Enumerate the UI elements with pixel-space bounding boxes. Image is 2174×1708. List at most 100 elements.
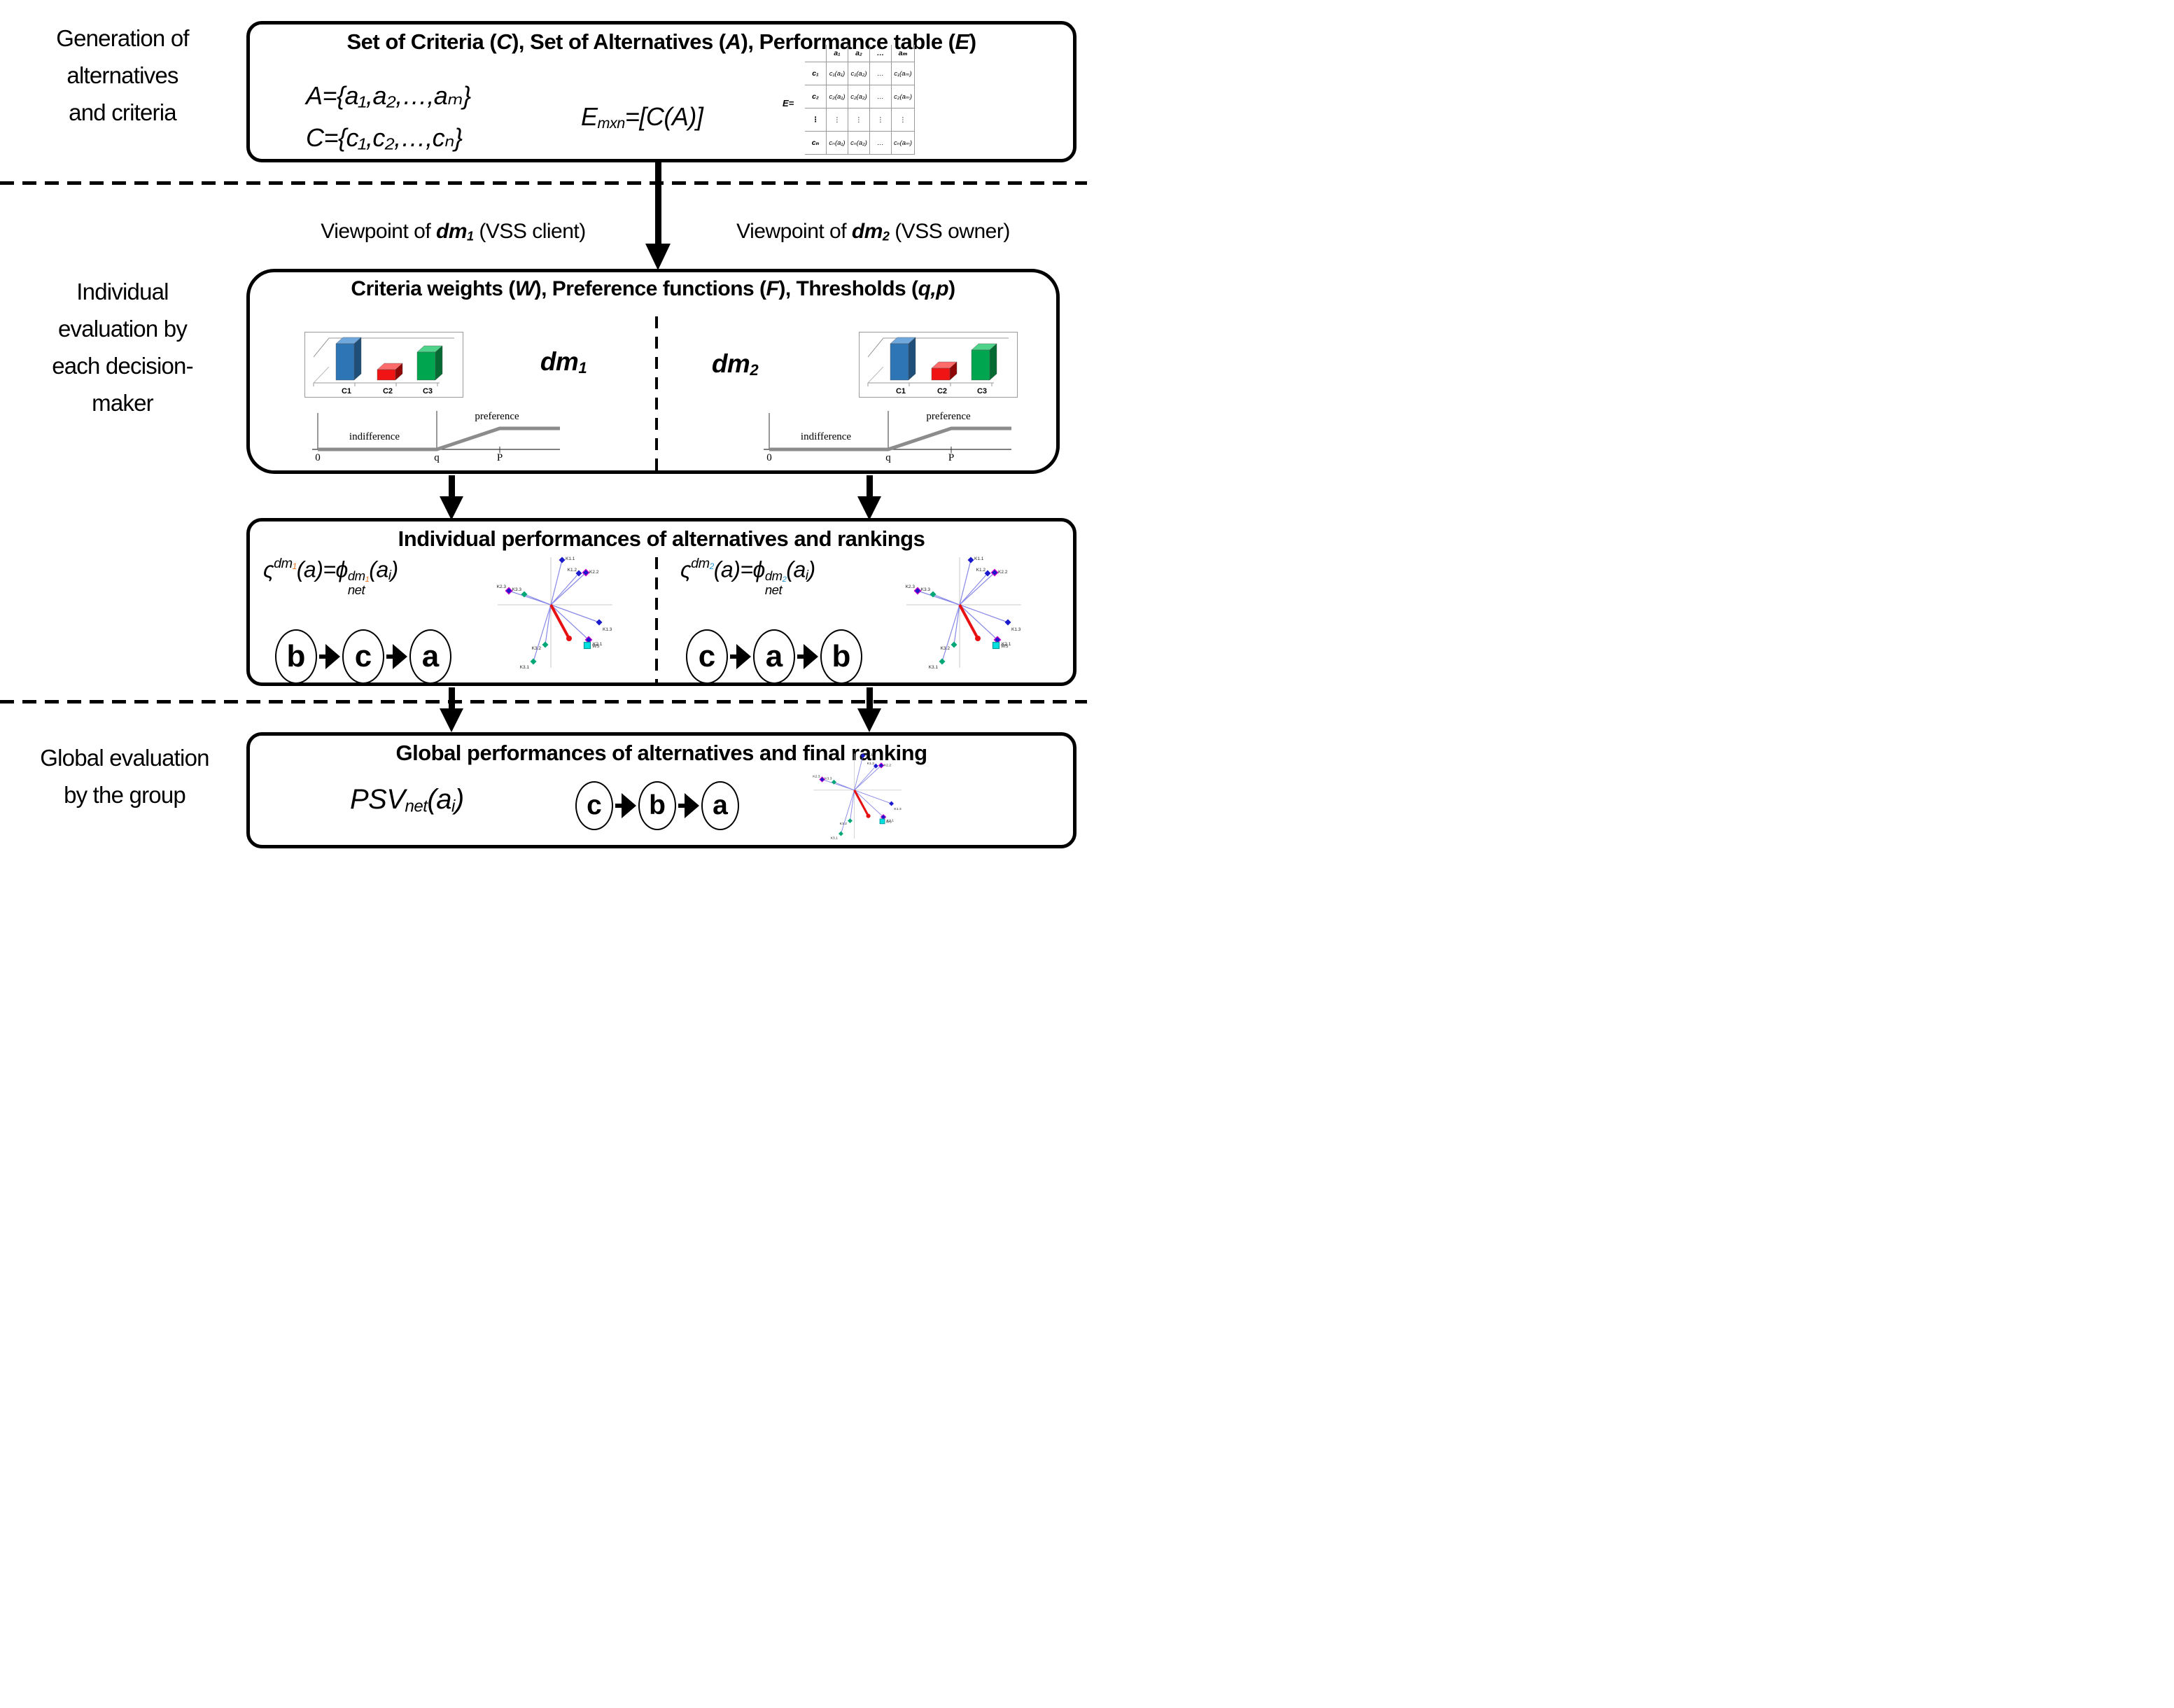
table-col-header: a₁ <box>826 45 848 62</box>
table-cell: … <box>869 85 892 108</box>
table-cell: cₙ(a₁) <box>826 131 848 155</box>
table-cell: … <box>869 131 892 155</box>
subscript: 1 <box>365 575 370 584</box>
rank-arrow-icon <box>730 644 751 669</box>
stage-label-line: by the group <box>64 782 186 808</box>
subscript: 2 <box>750 361 758 379</box>
ranking-node: c <box>686 629 728 684</box>
table-cell: ⋮ <box>869 108 892 132</box>
gaia-point-label: K3.1 <box>831 836 838 841</box>
dm1-label: dm1 <box>521 347 605 377</box>
gaia-point-label: K3.2 <box>941 646 951 651</box>
bar-category-label: C3 <box>423 387 433 396</box>
rank-arrow-icon <box>678 793 699 818</box>
subscript: i <box>806 568 808 583</box>
rank-arrow-icon <box>386 644 407 669</box>
bar-C1 <box>335 337 362 381</box>
flow-arrow-down-icon <box>440 475 463 520</box>
bar-C3 <box>416 345 443 381</box>
arrow-head-icon <box>857 708 881 732</box>
text-segment: ), Set of Alternatives ( <box>512 29 726 54</box>
table-cell: c₁(a₂) <box>848 62 870 85</box>
text-segment: dm <box>347 568 365 584</box>
table-col-header: aₘ <box>890 45 916 62</box>
table-col-header: … <box>869 45 892 62</box>
gaia-point-label: K2.3 <box>813 774 820 778</box>
table-cell: ⋮ <box>848 108 870 132</box>
table-cell: c₁(a₁) <box>826 62 848 85</box>
ranking-node: a <box>409 629 451 684</box>
gaia-point-label: K1.2 <box>867 762 874 766</box>
text-segment: dm <box>540 347 579 376</box>
text-segment: dm <box>764 568 783 584</box>
q-threshold-label: q <box>885 452 891 463</box>
stage-label-line: Individual <box>76 279 169 304</box>
text-segment: 1 <box>365 575 370 584</box>
gaia-point-label: K1.3 <box>1011 627 1021 632</box>
text-segment: 1 <box>292 561 297 572</box>
arrow-shaft <box>866 687 873 708</box>
origin-label: 0 <box>315 452 321 463</box>
text-segment: dm <box>274 556 293 571</box>
gaia-ws-label: WS <box>1001 644 1009 649</box>
bar-category-label: C1 <box>342 387 351 396</box>
text-segment: A={a₁,a₂,…,aₘ} <box>306 81 471 110</box>
text-segment: dm <box>691 556 710 571</box>
stage-label-line: each decision- <box>52 353 193 379</box>
table-cell: cₙ(a₂) <box>848 131 870 155</box>
text-segment: E <box>955 29 970 54</box>
ranking-node: b <box>638 781 676 830</box>
subscript: i <box>388 568 391 583</box>
dm2-label: dm2 <box>693 349 777 379</box>
dm-separator-box2 <box>655 316 658 474</box>
text-segment: C <box>496 29 512 54</box>
gaia-ws-label: WS <box>886 820 892 825</box>
gaia-point-label: K2.1 <box>887 818 894 822</box>
ranking-node: b <box>275 629 317 684</box>
text-segment: (a <box>786 556 806 582</box>
text-segment: 2 <box>882 229 890 244</box>
text-segment: net <box>405 797 428 816</box>
text-segment: (a <box>369 556 388 582</box>
ranking-node: a <box>753 629 795 684</box>
bar-category-label: C2 <box>937 387 947 396</box>
gaia-point-label: K2.1 <box>1002 642 1011 647</box>
dashed-separator-bottom <box>0 700 1087 704</box>
formula-performance-matrix: Emxn=[C(A)] <box>581 102 703 132</box>
rank-arrow-icon <box>615 793 636 818</box>
box2-title: Criteria weights (W), Preference functio… <box>252 277 1054 301</box>
text-segment: ), Thresholds ( <box>778 277 918 300</box>
text-segment: (a)= <box>296 556 336 582</box>
p-threshold-label: P <box>948 452 954 463</box>
q-threshold-label: q <box>434 452 440 463</box>
bar-category-label: C2 <box>383 387 393 396</box>
table-row-header: c₂ <box>805 85 827 108</box>
viewpoint-dm1-label: Viewpoint of dm1 (VSS client) <box>273 220 633 244</box>
gaia-point-label: K3.2 <box>532 646 542 651</box>
stage-label-line: Generation of <box>56 25 189 51</box>
gaia-point-label: K3.1 <box>520 665 530 670</box>
text-segment: ) <box>808 556 816 582</box>
stage-label-line: alternatives <box>66 62 178 88</box>
gaia-point-label: K2.2 <box>998 570 1008 575</box>
gaia-point-label: K1.1 <box>866 753 873 757</box>
stage-label-line: evaluation by <box>57 316 188 342</box>
subscript: 2 <box>783 575 787 584</box>
text-segment: dm <box>711 349 750 378</box>
text-segment: Criteria weights ( <box>351 277 515 300</box>
